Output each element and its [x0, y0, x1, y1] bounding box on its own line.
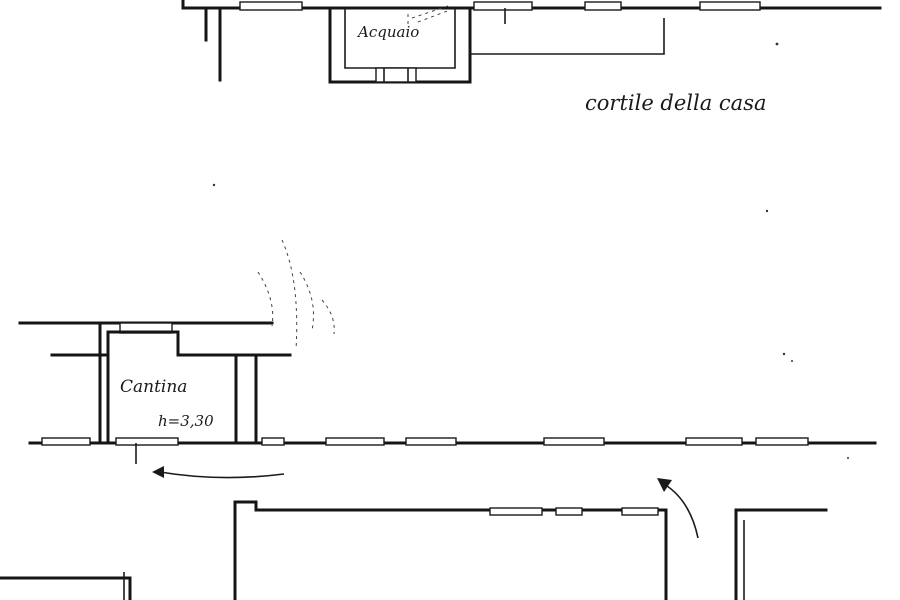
- mark: [791, 360, 793, 362]
- lower-window: [755, 437, 809, 446]
- lower-building-window: [489, 507, 543, 516]
- courtyard-outline: [470, 18, 665, 55]
- middle-building: Cantina h=3,30: [18, 321, 877, 464]
- mark: [212, 183, 216, 187]
- lower-left-wall: [0, 576, 132, 600]
- upper-window: [699, 1, 761, 11]
- courtyard-label: cortile della casa: [585, 91, 767, 115]
- door-arc: [299, 271, 314, 331]
- lower-main-wall: [233, 500, 668, 600]
- lower-building-window: [621, 507, 659, 516]
- lower-window: [115, 437, 179, 446]
- cantina-wall: [106, 330, 238, 445]
- left-arrow-line: [159, 471, 285, 479]
- lower-window: [685, 437, 743, 446]
- door-arc: [321, 299, 335, 335]
- mark: [782, 352, 786, 356]
- acquaio-label: Acquaio: [356, 23, 419, 41]
- curved-arrow-line: [663, 483, 699, 539]
- lower-building-window: [555, 507, 583, 516]
- lower-window: [543, 437, 605, 446]
- lower-right-wall: [734, 508, 828, 600]
- mark: [765, 209, 769, 213]
- sink-fixture: [407, 5, 451, 28]
- upper-window: [239, 1, 303, 11]
- upper-building: Acquaio: [181, 0, 882, 84]
- upper-window: [584, 1, 622, 11]
- door-arc: [281, 239, 298, 351]
- lower-window: [261, 437, 285, 446]
- direction-arrows: [152, 466, 699, 539]
- cantina-height: h=3,30: [158, 412, 214, 430]
- upper-window: [473, 1, 533, 11]
- lower-window: [325, 437, 385, 446]
- mark: [847, 457, 849, 459]
- door-swing-arcs: [257, 239, 335, 351]
- door-arc: [257, 271, 274, 327]
- curved-arrow-head: [657, 478, 672, 492]
- cantina-label: Cantina: [120, 377, 187, 397]
- lower-window: [41, 437, 91, 446]
- mark: [775, 42, 779, 46]
- left-arrow-head: [152, 466, 164, 478]
- lower-building: [0, 500, 828, 600]
- acquaio-window: [375, 67, 417, 83]
- lower-window: [405, 437, 457, 446]
